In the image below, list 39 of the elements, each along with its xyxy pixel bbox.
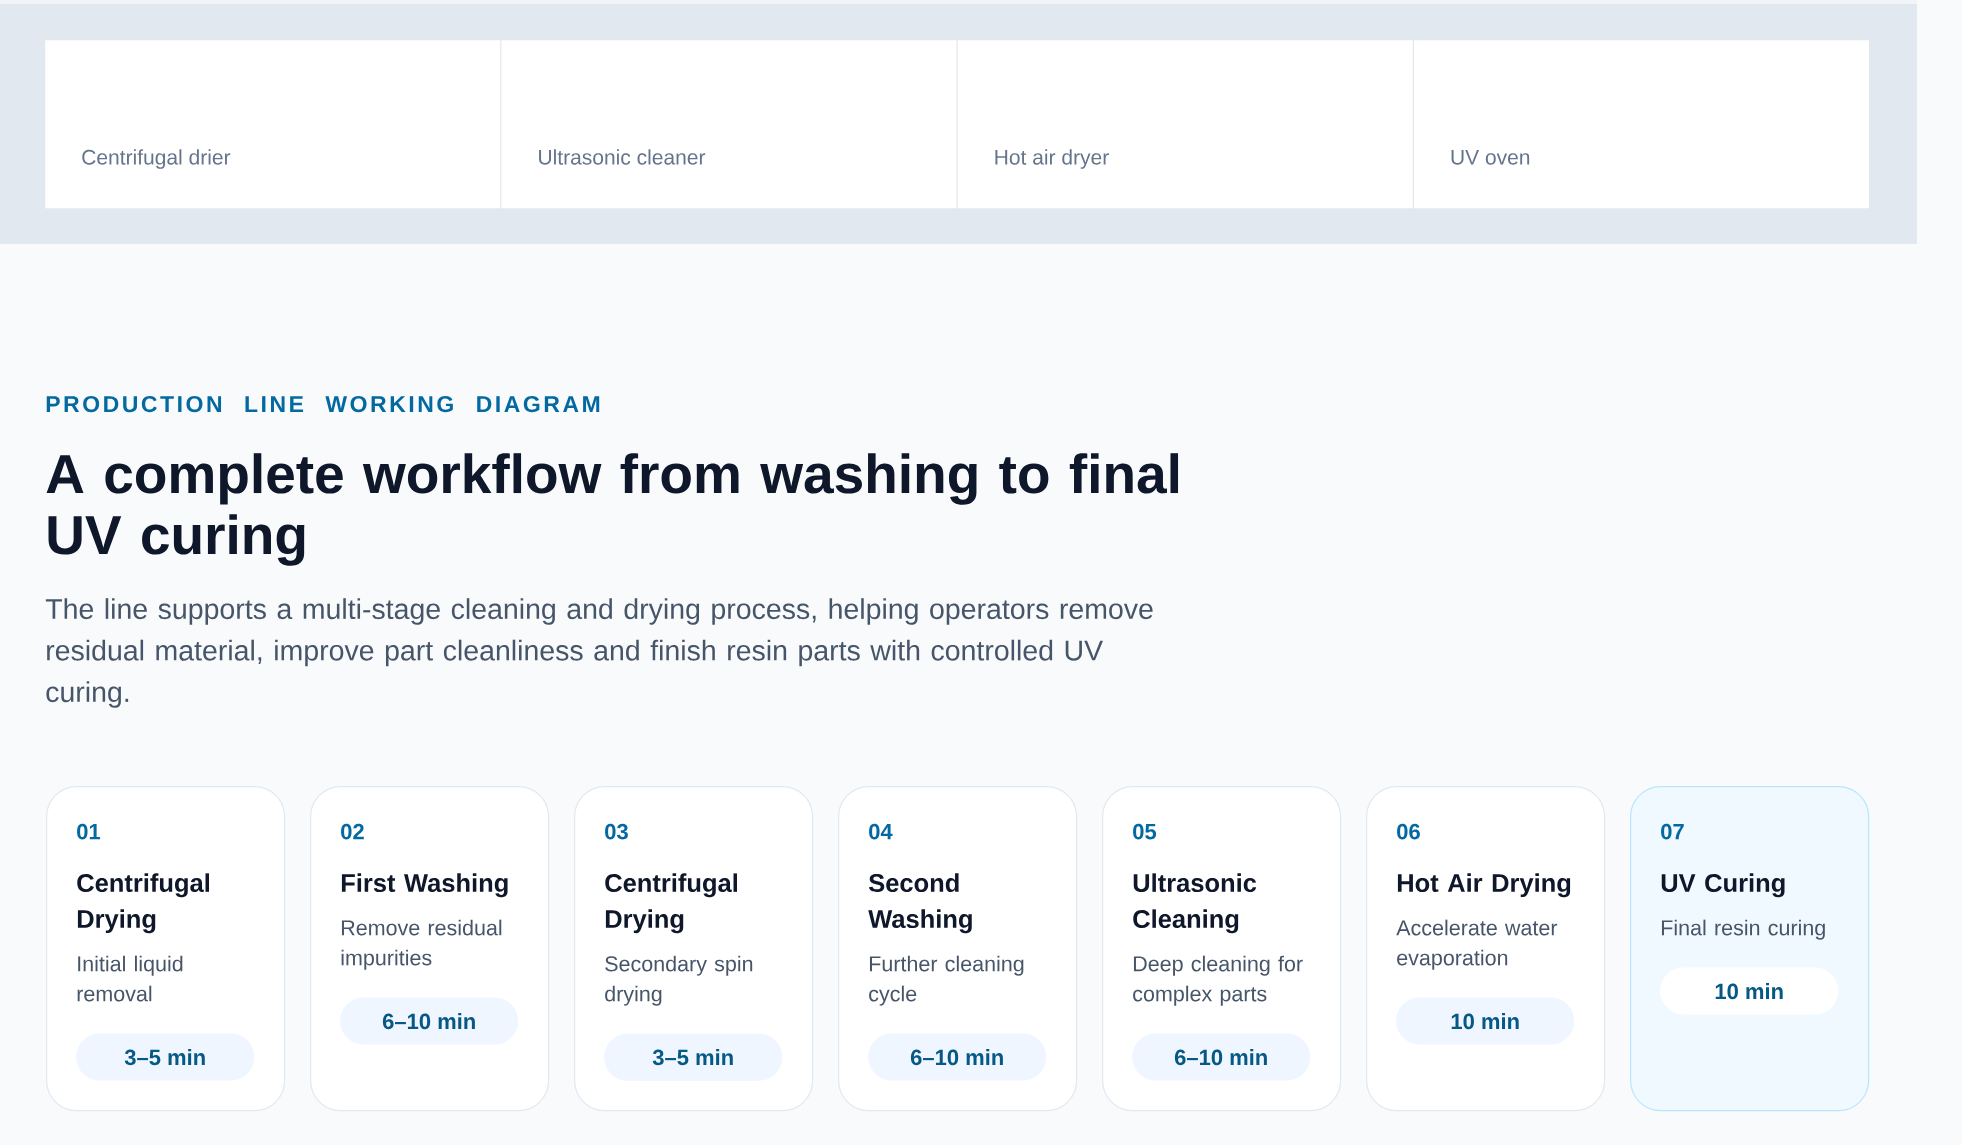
duration-pill: 3–5 min xyxy=(76,1033,255,1081)
step-description: Further cleaning cycle xyxy=(869,955,1024,1006)
duration-pill: 10 min xyxy=(1660,967,1839,1015)
step-number: 05 xyxy=(1133,823,1157,840)
duration-pill: 6–10 min xyxy=(340,997,519,1045)
card-subtitle: Hot air dryer xyxy=(995,149,1109,169)
intro-paragraph: The line supports a multi-stage cleaning and drying process, helping operators remove residual material, improve part cleanliness and finish resin parts with controlled UV curing. xyxy=(45,598,1153,708)
step-title: Centrifugal Drying xyxy=(77,873,209,934)
eyebrow-text: PRODUCTION LINE WORKING DIAGRAM xyxy=(46,395,600,413)
card-subtitle: Ultrasonic cleaner xyxy=(539,149,706,165)
product-card xyxy=(1413,40,1869,209)
step-title: Centrifugal Drying xyxy=(605,873,737,934)
step-title: UV Curing xyxy=(1661,873,1785,898)
step-description: Accelerate water evaporation xyxy=(1396,919,1558,970)
step-description: Secondary spin drying xyxy=(605,955,753,1006)
step-title: First Washing xyxy=(341,873,508,898)
heading: A complete workflow from washing to final UV curing xyxy=(46,453,1179,566)
step-title: Hot Air Drying xyxy=(1397,873,1571,898)
step-number: 06 xyxy=(1397,823,1420,840)
step-number: 03 xyxy=(605,823,628,840)
duration-pill: 3–5 min xyxy=(604,1033,783,1081)
product-card xyxy=(501,40,957,209)
step-description: Final resin curing xyxy=(1661,919,1825,940)
duration-pill: 6–10 min xyxy=(868,1033,1047,1081)
step-title: Ultrasonic Cleaning xyxy=(1133,873,1257,934)
step-title: Second Washing xyxy=(868,873,972,934)
duration-pill: 6–10 min xyxy=(1132,1033,1311,1081)
step-number: 04 xyxy=(869,823,893,840)
step-description: Remove residual impurities xyxy=(341,919,502,970)
card-subtitle: Centrifugal drier xyxy=(82,149,231,169)
step-description: Initial liquid removal xyxy=(77,955,183,1002)
card-subtitle: UV oven xyxy=(1451,150,1530,165)
step-description: Deep cleaning for complex parts xyxy=(1133,955,1303,1006)
step-number: 07 xyxy=(1661,823,1684,840)
step-number: 02 xyxy=(341,823,364,840)
product-card xyxy=(957,40,1413,209)
duration-pill: 10 min xyxy=(1396,997,1575,1045)
product-card xyxy=(45,40,501,209)
step-number: 01 xyxy=(77,823,101,840)
